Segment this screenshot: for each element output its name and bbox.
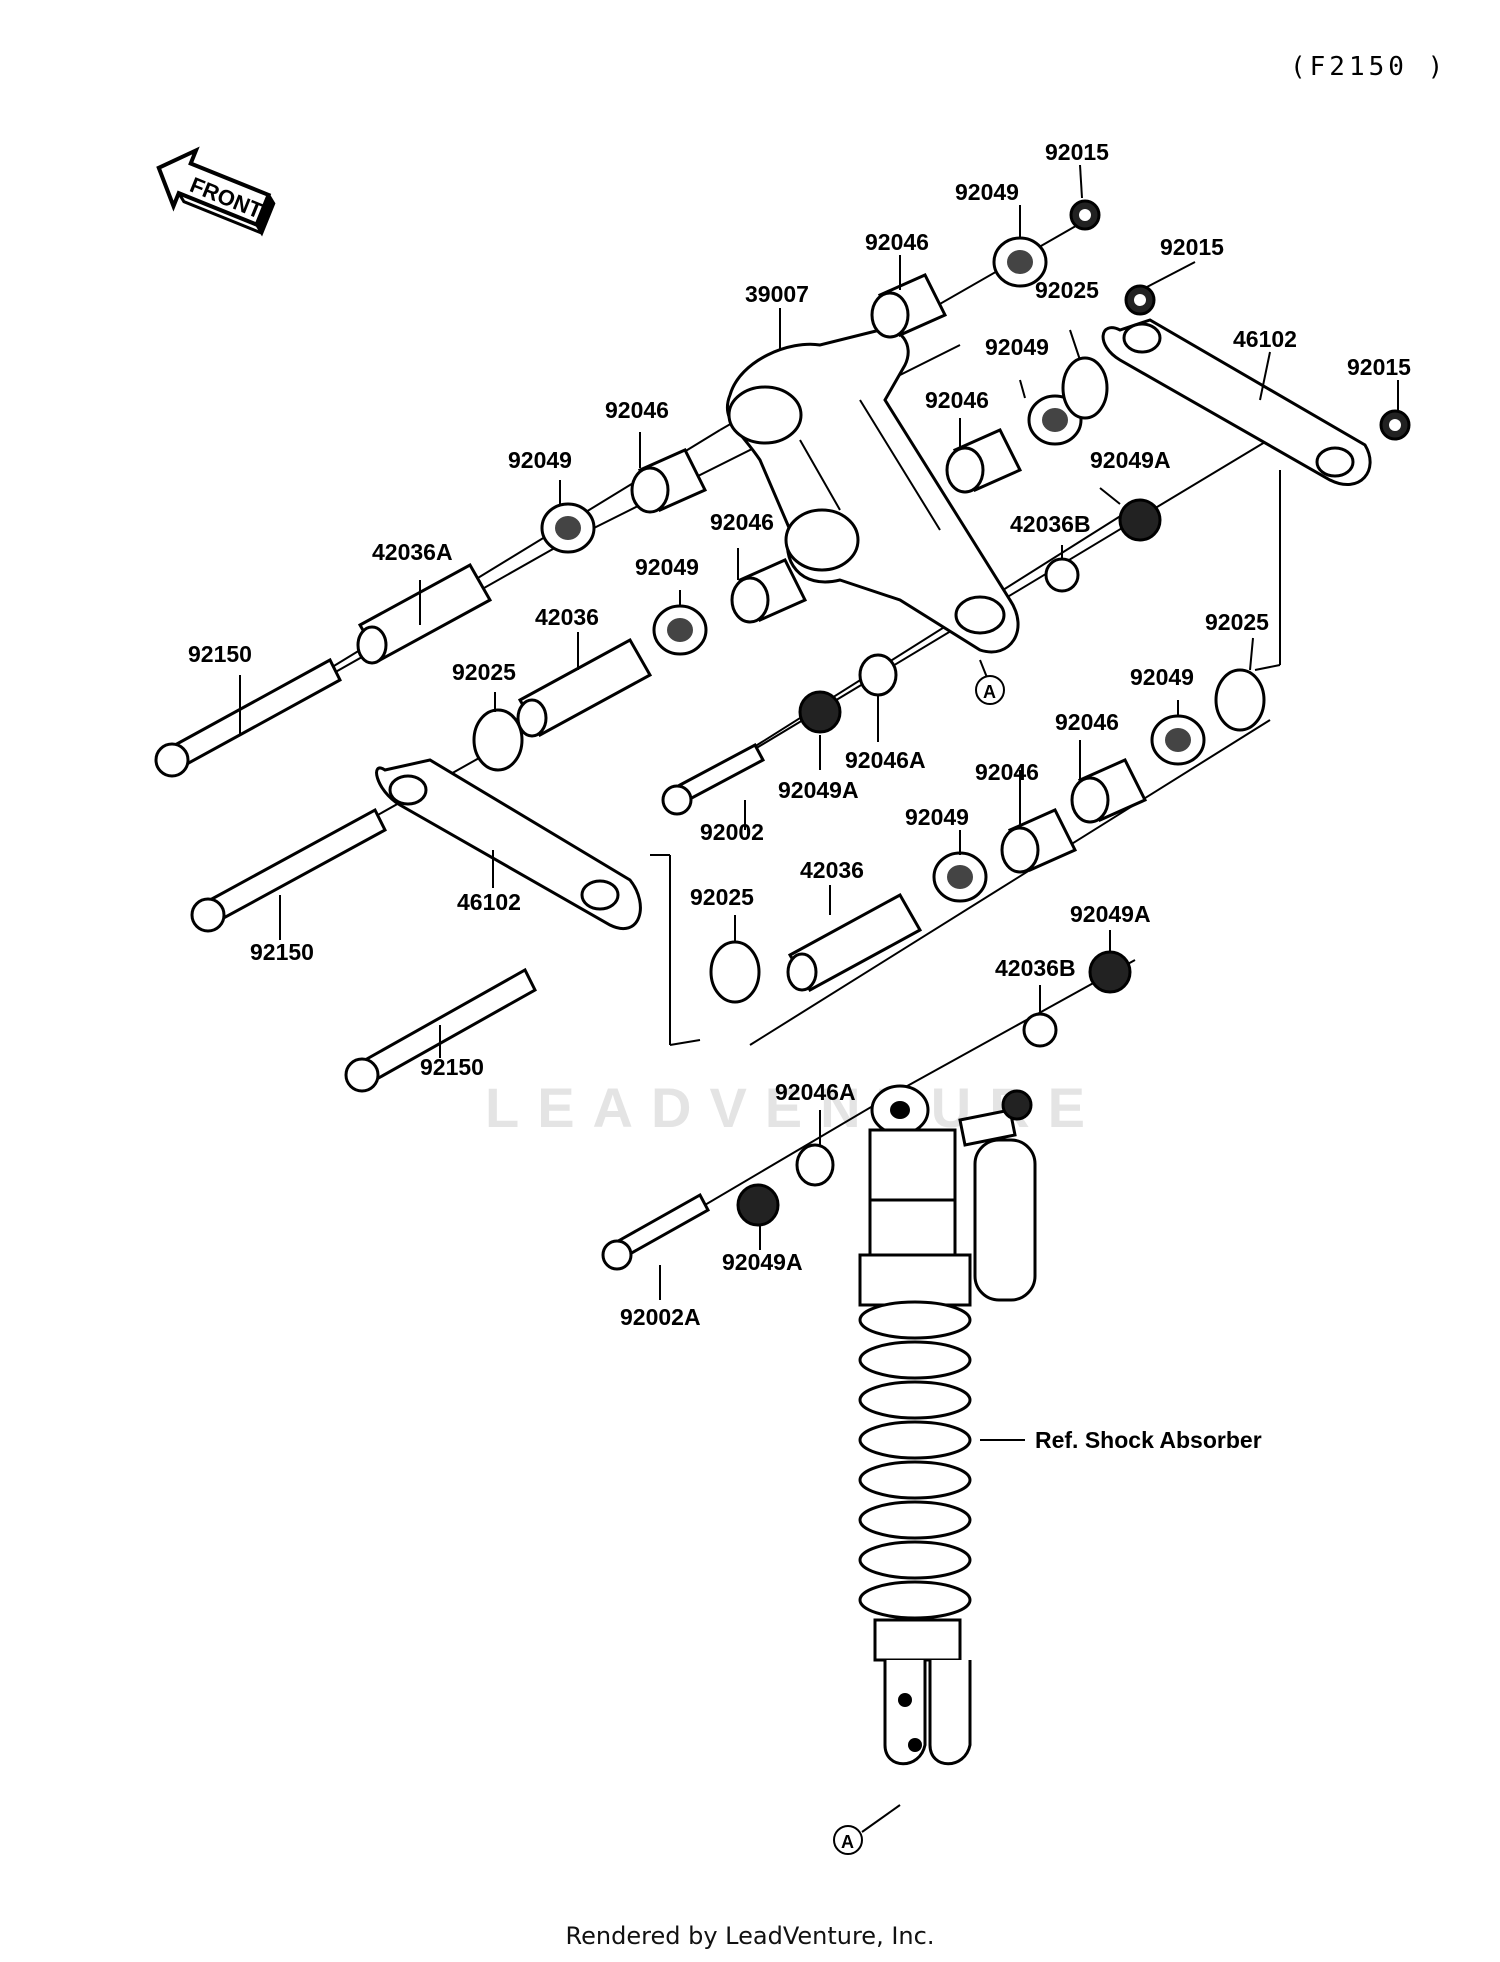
part-label: 46102	[1233, 326, 1297, 352]
seal-icon	[540, 236, 1206, 1227]
part-label: 92046	[865, 229, 929, 255]
link-plate-46102-left	[375, 758, 642, 931]
link-plate-46102-right	[1101, 318, 1372, 487]
part-label: 92046	[710, 509, 774, 535]
part-label: 42036B	[995, 955, 1076, 981]
part-label: 92049A	[1090, 447, 1171, 473]
reference-label: Ref. Shock Absorber	[1035, 1427, 1262, 1453]
part-label: 42036	[535, 604, 599, 630]
part-label: 92046A	[775, 1079, 856, 1105]
link-39007	[725, 327, 1020, 654]
part-label: 92049A	[1070, 901, 1151, 927]
part-label: 42036	[800, 857, 864, 883]
part-label: 92002A	[620, 1304, 701, 1330]
part-label: 92150	[188, 641, 252, 667]
footer-credit: Rendered by LeadVenture, Inc.	[565, 1922, 935, 1950]
part-label: 46102	[457, 889, 521, 915]
callout-marker-top: A	[975, 675, 1005, 705]
part-label: 39007	[745, 281, 809, 307]
part-label: 92046A	[845, 747, 926, 773]
part-label: 92049A	[778, 777, 859, 803]
part-label: 42036B	[1010, 511, 1091, 537]
part-label: 92049A	[722, 1249, 803, 1275]
part-label: 92025	[452, 659, 516, 685]
bolt-icon	[154, 657, 766, 1271]
shock-absorber	[858, 1084, 1037, 1766]
part-label: 92049	[955, 179, 1019, 205]
svg-text:A: A	[983, 682, 996, 702]
part-label: 92150	[250, 939, 314, 965]
part-label: 92025	[690, 884, 754, 910]
part-label: 92049	[985, 334, 1049, 360]
part-label: 92015	[1045, 139, 1109, 165]
part-labels: 92015 92049 92046 39007 92015 92025 9204…	[188, 139, 1411, 1453]
spring-coils	[858, 1300, 972, 1620]
part-label: 92049	[905, 804, 969, 830]
part-label: 92046	[605, 397, 669, 423]
figure-code: (F2150 )	[1290, 52, 1448, 82]
part-label: 92025	[1035, 277, 1099, 303]
part-label: 92049	[635, 554, 699, 580]
part-label: 92046	[975, 759, 1039, 785]
part-label: 92049	[1130, 664, 1194, 690]
nut-icon	[1069, 199, 1411, 441]
part-label: 92015	[1160, 234, 1224, 260]
callout-marker-bottom: A	[833, 1825, 863, 1855]
part-label: 92015	[1347, 354, 1411, 380]
washer-icon	[472, 356, 1266, 1004]
svg-text:A: A	[841, 1832, 854, 1852]
part-label: 92025	[1205, 609, 1269, 635]
part-label: 92049	[508, 447, 572, 473]
front-arrow-icon: FRONT	[156, 146, 276, 237]
leader-lines	[239, 164, 1399, 1833]
part-label: 92150	[420, 1054, 484, 1080]
part-label: 92046	[1055, 709, 1119, 735]
part-label: 92002	[700, 819, 764, 845]
part-label: 42036A	[372, 539, 453, 565]
bearing-icon	[630, 273, 1148, 1187]
part-label: 92046	[925, 387, 989, 413]
